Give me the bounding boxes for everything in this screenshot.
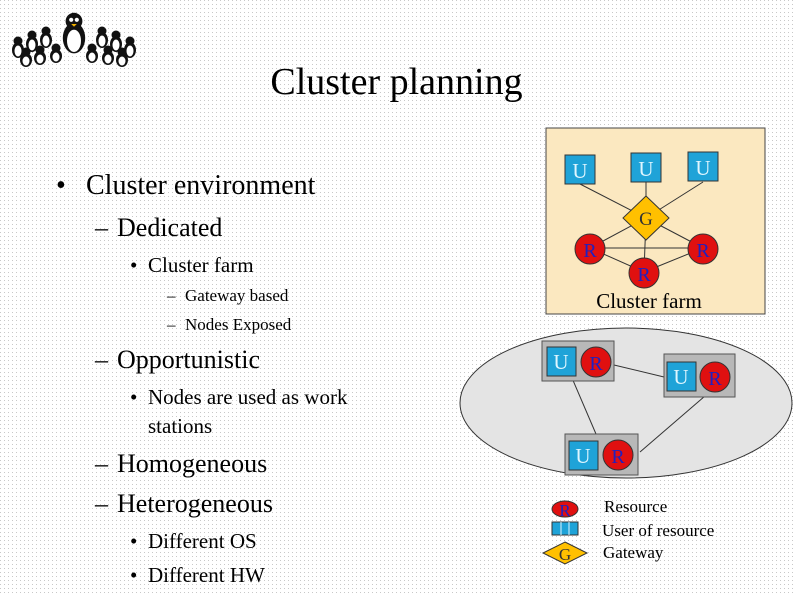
bullet-homogeneous: –Homogeneous [95, 449, 268, 478]
resource-node: R [628, 257, 660, 289]
user-node: U [630, 152, 662, 183]
user-node: U [687, 151, 719, 182]
legend-resource-label: Resource [604, 497, 667, 516]
svg-text:U: U [673, 365, 688, 389]
penguin-icon [62, 12, 86, 54]
bullet-text: Cluster environment [86, 170, 316, 201]
bullet-text: Nodes are used as work [148, 385, 348, 409]
svg-text:U: U [572, 159, 587, 183]
workstation-node: U R [564, 433, 639, 476]
bullet-text: Homogeneous [117, 449, 268, 478]
bullet-text: Opportunistic [117, 345, 260, 374]
svg-text:R: R [559, 501, 571, 520]
svg-text:R: R [589, 353, 603, 375]
svg-text:U: U [638, 157, 653, 181]
bullet-text: Cluster farm [148, 253, 254, 277]
penguin-crowd-logo [12, 12, 136, 67]
bullet-text: Dedicated [117, 213, 223, 242]
legend-user: User of resource [551, 521, 714, 540]
workstation-node: U R [541, 340, 615, 382]
resource-node: R [574, 233, 606, 265]
bullet-dedicated: –Dedicated [95, 213, 223, 242]
user-node: U [564, 154, 596, 185]
legend-resource: R Resource [551, 497, 667, 520]
svg-text:R: R [611, 446, 625, 468]
legend-user-label: User of resource [602, 521, 714, 540]
bullet-text: Different OS [148, 529, 257, 553]
legend-gateway-label: Gateway [603, 543, 664, 562]
svg-text:R: R [696, 240, 710, 262]
bullet-opportunistic: –Opportunistic [95, 345, 260, 374]
gateway-node: G [622, 195, 670, 241]
svg-text:U: U [575, 444, 590, 468]
bullet-workstations: •Nodes are used as work [130, 385, 348, 409]
svg-text:U: U [695, 156, 710, 180]
svg-text:G: G [639, 209, 653, 230]
svg-text:G: G [559, 545, 571, 564]
legend-gateway: G Gateway [541, 541, 664, 565]
svg-text:R: R [583, 240, 597, 262]
farm-caption: Cluster farm [596, 289, 702, 313]
bullet-heterogeneous: –Heterogeneous [95, 489, 273, 518]
svg-text:U: U [553, 350, 568, 374]
bullet-workstations-cont: stations [148, 414, 212, 439]
bullet-text: stations [148, 414, 213, 438]
bullet-different-hw: •Different HW [130, 563, 265, 587]
bullet-cluster-environment: •Cluster environment [56, 170, 316, 201]
bullet-text: Gateway based [185, 286, 289, 305]
bullet-text: Heterogeneous [117, 489, 273, 518]
bullet-text: Nodes Exposed [185, 315, 292, 334]
legend: R Resource User of resource G Gateway [541, 497, 714, 565]
svg-text:R: R [637, 264, 651, 286]
resource-node: R [687, 233, 719, 265]
cluster-farm-panel: U U U G R R R Cluster farm [545, 127, 766, 315]
bullet-cluster-farm: •Cluster farm [130, 253, 254, 277]
workstation-network: U R U R U R [459, 327, 793, 479]
bullet-different-os: •Different OS [130, 529, 257, 553]
workstation-links [571, 364, 706, 453]
slide-title: Cluster planning [270, 61, 523, 103]
bullet-nodes-exposed: –Nodes Exposed [167, 315, 292, 334]
svg-text:R: R [708, 368, 722, 390]
bullet-text: Different HW [148, 563, 265, 587]
workstation-node: U R [663, 353, 736, 398]
bullet-gateway-based: –Gateway based [167, 286, 289, 305]
